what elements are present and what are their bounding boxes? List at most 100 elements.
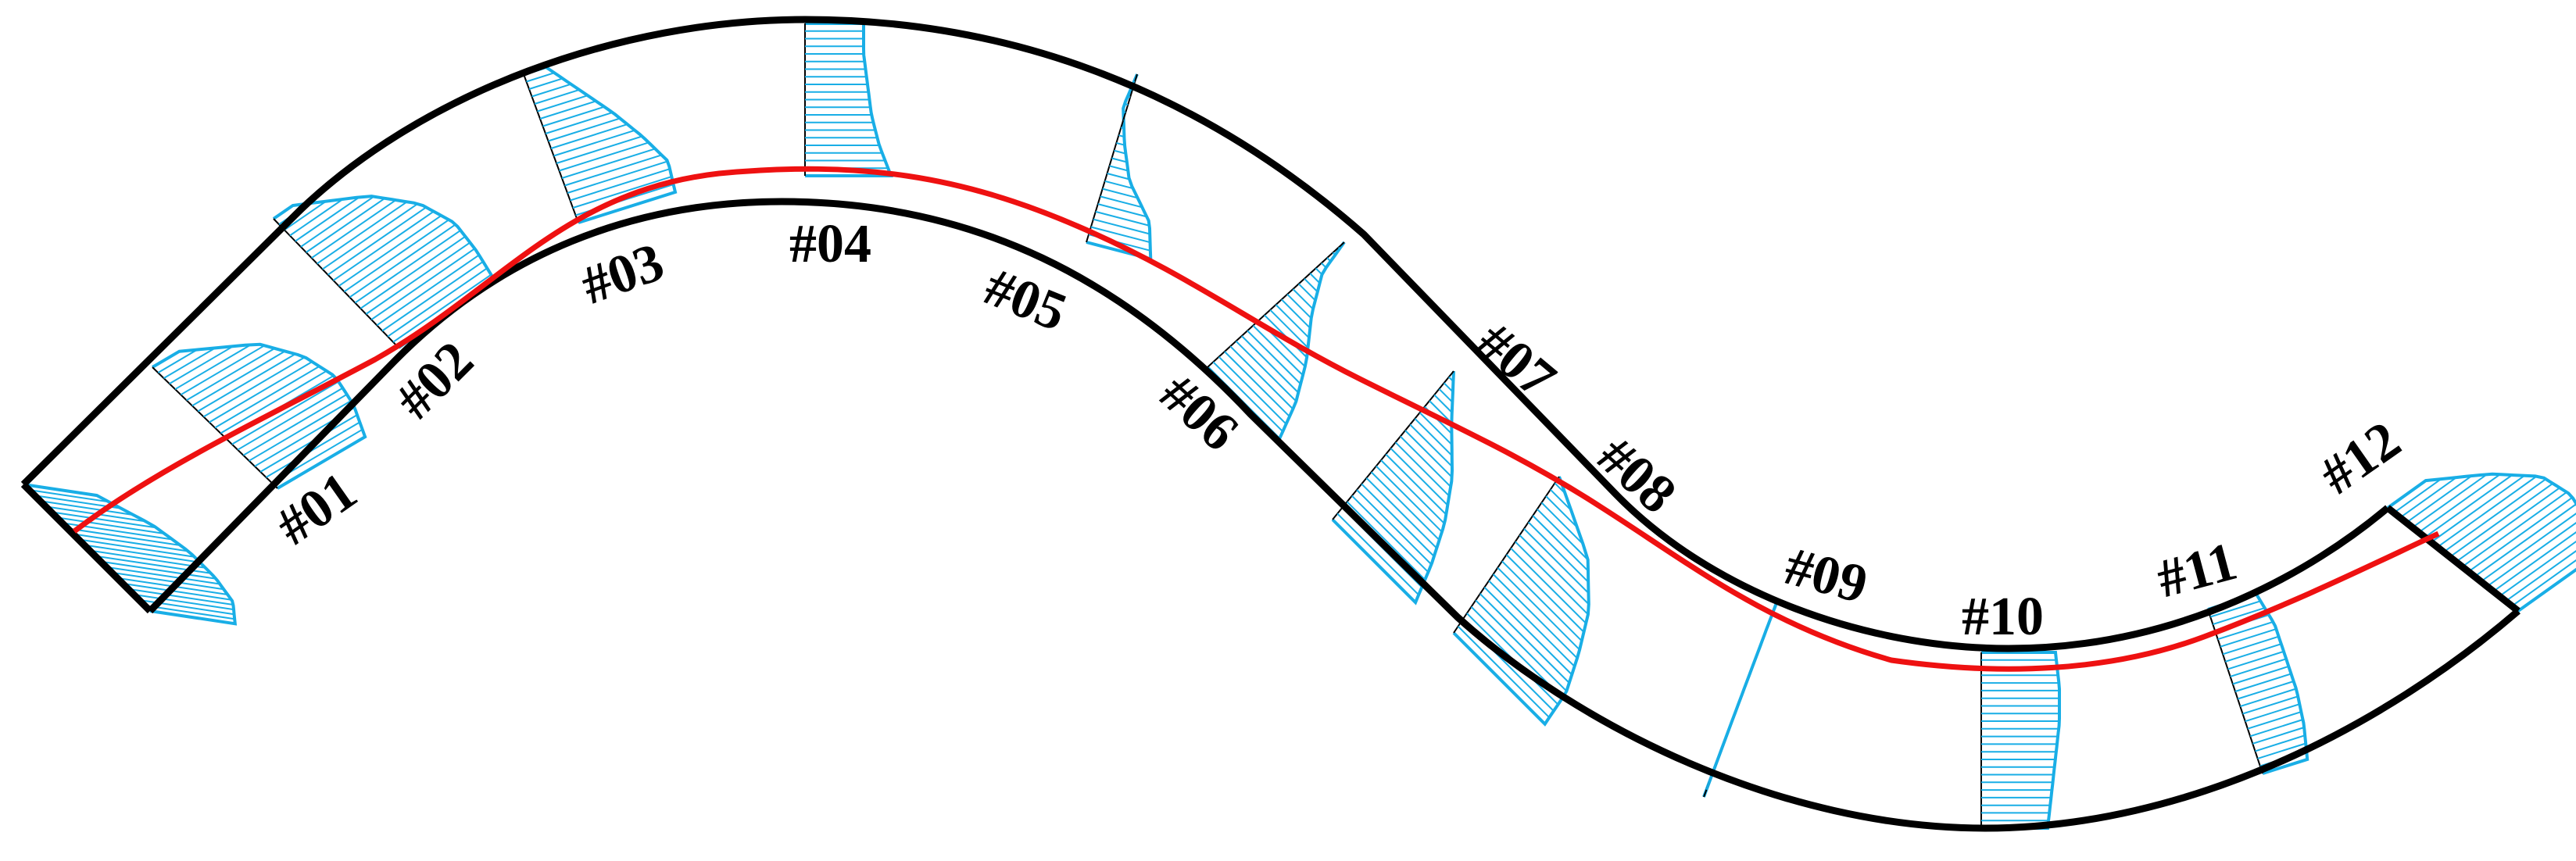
velocity-profile-hatch [2480,513,2576,583]
velocity-profile-hatch [1286,293,1312,320]
velocity-profile-hatch [209,361,313,423]
velocity-profile-hatch [39,500,134,516]
velocity-profile-hatch [1235,340,1297,402]
velocity-profile-hatch [1545,495,1578,528]
velocity-profile-hatch [2240,688,2297,708]
velocity-profile-hatch [1515,541,1589,616]
velocity-profile-hatch [231,380,339,445]
velocity-profile-outline [1086,73,1153,262]
velocity-profile-hatch [2505,550,2576,602]
velocity-profile-hatch [2217,620,2274,641]
velocity-profile-hatch [1540,502,1584,545]
velocity-profile-hatch [1315,267,1323,276]
velocity-profile-hatch [2499,540,2576,597]
section-label-03: #03 [574,232,671,316]
velocity-profile-hatch [2412,473,2488,528]
velocity-profile-hatch [2406,475,2473,523]
velocity-profile-hatch [545,111,614,134]
velocity-profile-hatch [220,370,327,434]
velocity-profile-hatch [2230,658,2287,677]
velocity-profile-hatch [537,95,589,113]
velocity-profile-hatch [157,348,198,373]
channel-centerline [72,166,2440,672]
velocity-profile-hatch [1097,203,1147,218]
velocity-profile-hatch [1390,448,1448,506]
velocity-profile-hatch [2249,719,2303,738]
velocity-profile-hatch [1365,477,1437,549]
velocity-profile-hatch [1488,580,1576,667]
velocity-profile-hatch [1090,226,1150,244]
section-label-09: #09 [1779,536,1873,616]
velocity-profile-hatch [2492,531,2576,592]
velocity-profile-hatch [1109,165,1129,172]
velocity-profile-hatch [197,353,296,413]
velocity-profile-outline [1331,370,1455,606]
velocity-profile-hatch [2242,695,2299,715]
velocity-profile-outline [1981,651,2061,830]
velocity-profile-hatch [127,588,234,606]
velocity-profile-hatch [322,202,419,270]
velocity-profile-hatch [343,219,449,293]
velocity-profile-hatch [1093,218,1150,235]
velocity-profile-hatch [550,123,628,149]
velocity-profile-hatch [1370,471,1440,541]
velocity-profile-hatch [1356,489,1433,566]
velocity-profile-hatch [564,154,662,187]
velocity-profile-hatch [1326,257,1332,263]
velocity-profile-hatch [1505,554,1585,633]
channel-outlet-end [2385,505,2521,614]
velocity-profile-outline [1206,241,1346,442]
section-label-04: #04 [789,214,871,274]
velocity-profile-hatch [306,197,385,253]
velocity-profile-hatch [534,88,580,105]
velocity-profile-hatch [570,168,671,202]
velocity-profile-hatch [327,206,427,276]
velocity-profile-hatch [561,148,656,179]
velocity-profile-hatch [2437,475,2538,548]
velocity-profile-hatch [360,235,466,309]
velocity-profile-hatch [1107,173,1129,180]
section-label-12: #12 [2309,410,2411,506]
velocity-profile-hatch [526,72,555,83]
velocity-profile-hatch [376,254,480,327]
velocity-profile-hatch [2220,628,2277,648]
velocity-profile-hatch [28,489,109,503]
velocity-profile-hatch [556,135,643,164]
velocity-profile-hatch [2443,478,2546,553]
velocity-profile-hatch [295,196,360,242]
velocity-profile-hatch [553,129,635,157]
velocity-profile-hatch [1123,111,1126,113]
velocity-profile-hatch [2424,474,2513,538]
velocity-profile-hatch [1448,376,1454,383]
velocity-profile-hatch [1309,273,1321,284]
section-label-07: #07 [1465,311,1567,409]
velocity-profile-hatch [84,544,200,563]
velocity-profile-hatch [2255,734,2306,752]
velocity-profile-hatch [1527,521,1589,583]
velocity-profile-hatch [1114,149,1126,155]
velocity-profile-hatch [1419,412,1453,445]
section-label-10: #10 [1962,587,2044,647]
velocity-profile-hatch [51,511,157,529]
velocity-profile-hatch [284,200,327,231]
velocity-profile-hatch [528,77,564,90]
velocity-profile-hatch [1102,188,1138,199]
velocity-profile-hatch [2224,643,2282,663]
velocity-profile-hatch [2257,742,2306,759]
velocity-profile-hatch [2511,559,2576,607]
velocity-profile-hatch [2222,635,2279,656]
velocity-profile-baseline [1332,370,1454,520]
velocity-profile-hatch [311,199,397,259]
velocity-profile-hatch [1118,134,1125,138]
velocity-profile-hatch [289,198,344,237]
velocity-profile-hatch [1550,488,1572,511]
velocity-profile-hatch [122,582,232,601]
velocity-profile-hatch [1554,482,1566,495]
velocity-profile-hatch [1252,324,1304,377]
velocity-profile-hatch [174,344,252,391]
velocity-profile-hatch [1385,453,1447,516]
velocity-profile-hatch [1275,304,1310,339]
velocity-profile-hatch [2431,474,2525,543]
